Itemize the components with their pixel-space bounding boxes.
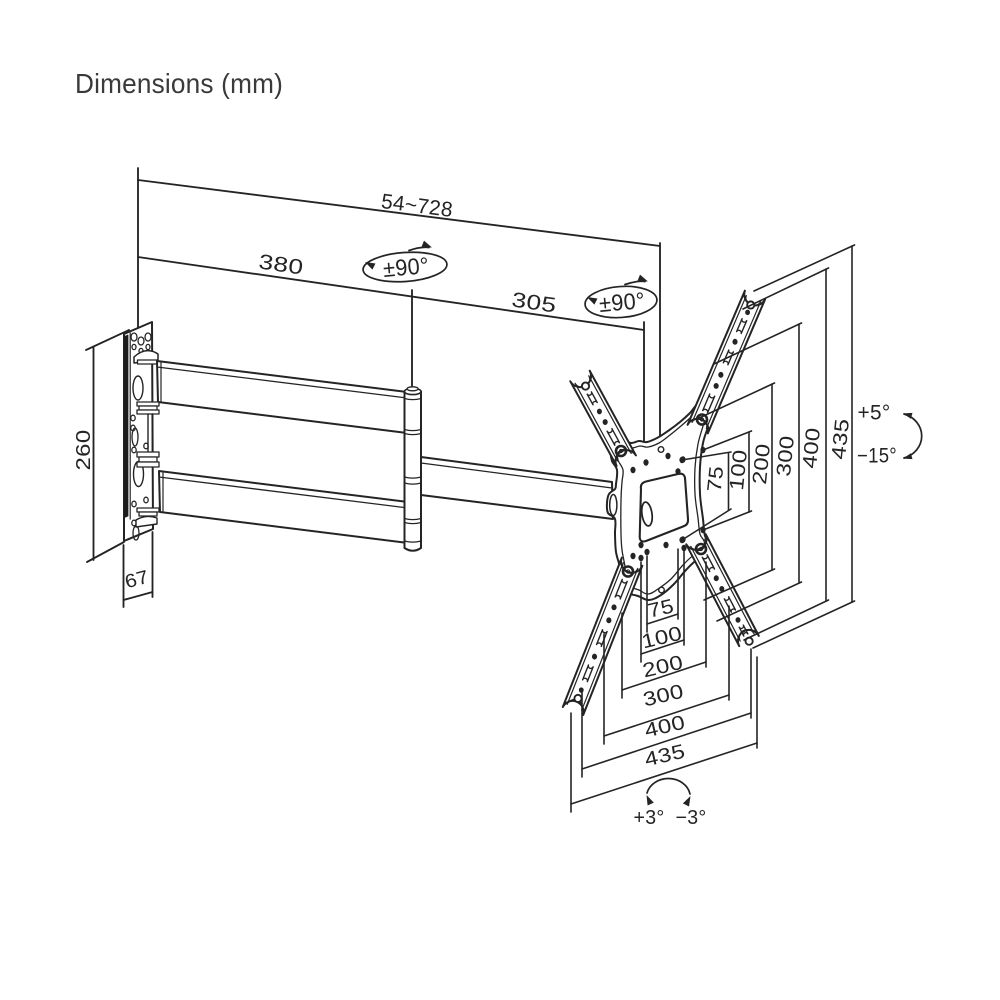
svg-text:Dimensions (mm): Dimensions (mm) — [75, 68, 283, 99]
svg-text:+3°: +3° — [634, 807, 665, 829]
svg-text:±90°: ±90° — [598, 287, 646, 317]
svg-text:100: 100 — [726, 448, 752, 491]
svg-text:300: 300 — [773, 434, 799, 477]
svg-text:200: 200 — [749, 442, 775, 485]
svg-text:±90°: ±90° — [382, 252, 430, 282]
svg-text:435: 435 — [828, 417, 854, 460]
svg-text:75: 75 — [704, 465, 729, 493]
svg-text:260: 260 — [73, 430, 95, 471]
svg-text:400: 400 — [799, 426, 825, 469]
svg-text:+5°: +5° — [858, 402, 891, 425]
svg-text:−15°: −15° — [857, 445, 897, 468]
svg-text:−3°: −3° — [676, 807, 707, 829]
